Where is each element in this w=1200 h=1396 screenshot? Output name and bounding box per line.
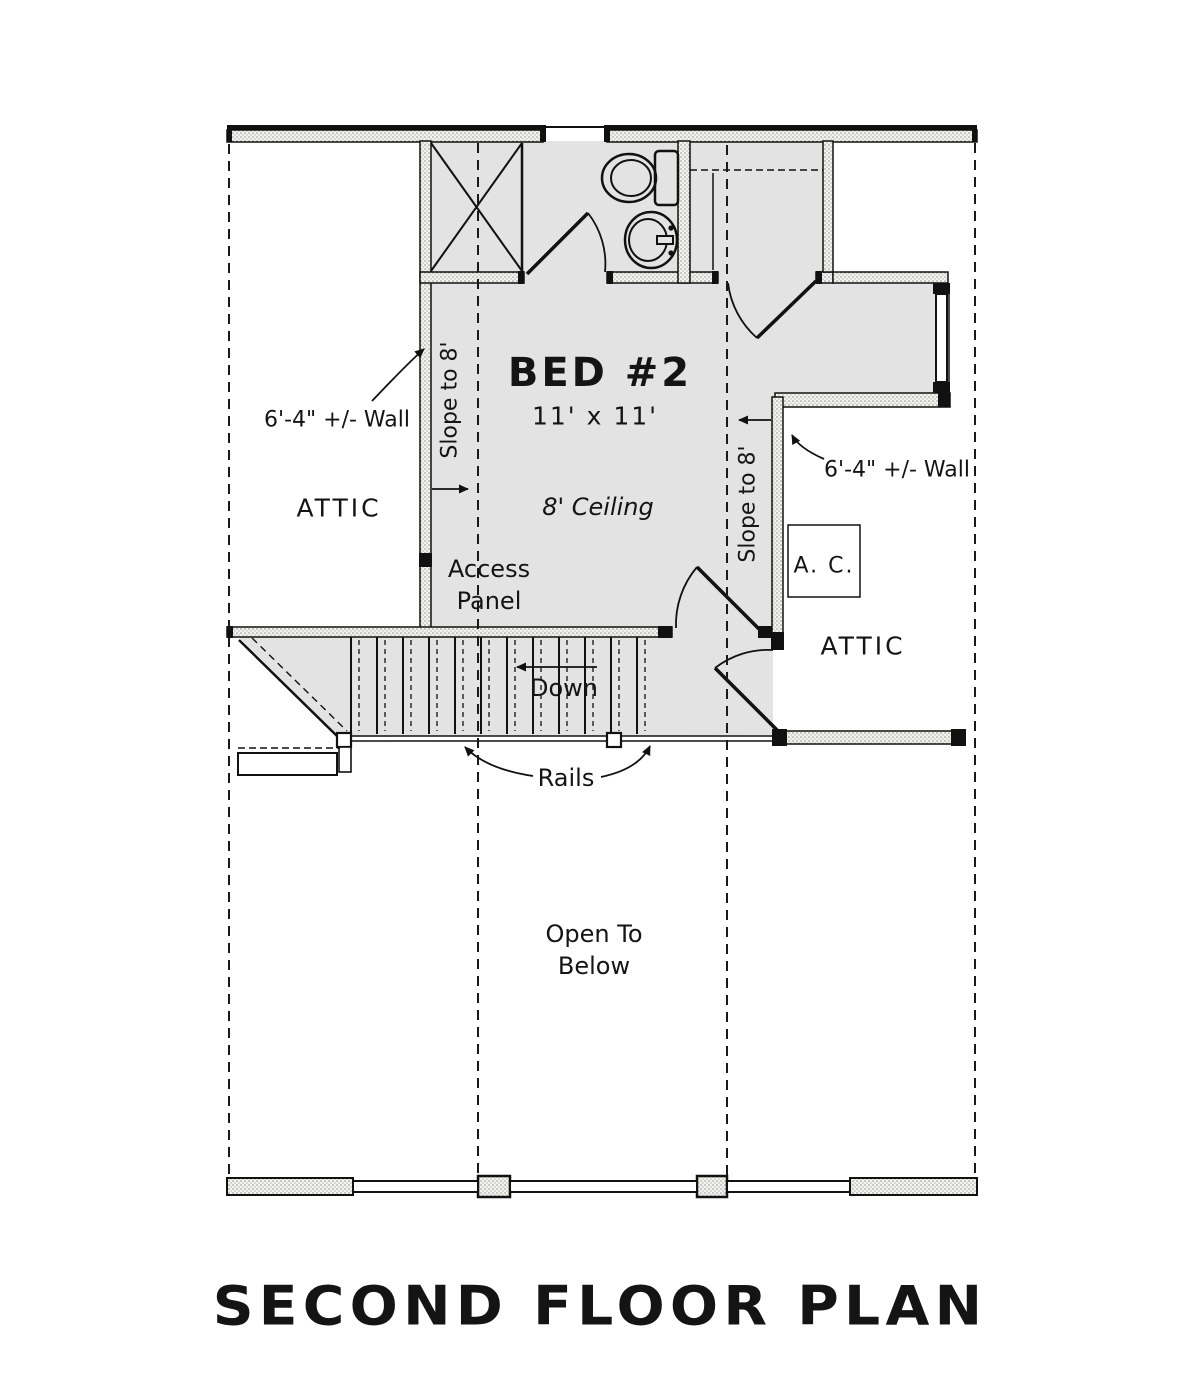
doors — [525, 211, 818, 732]
ac-box — [787, 524, 861, 598]
room-label-bed2: BED #2 — [507, 350, 693, 396]
rails-label: Rails — [537, 764, 595, 792]
attic-label-right: ATTIC — [820, 631, 906, 661]
access-panel-label: Access Panel — [448, 553, 530, 617]
shower — [430, 142, 524, 272]
access-panel-line2: Panel — [456, 587, 522, 615]
plan-title: SECOND FLOOR PLAN — [212, 1274, 988, 1338]
stairs — [350, 637, 646, 734]
rails-left-arrow — [464, 746, 534, 777]
railing — [335, 731, 773, 773]
ac-box-label: A. C. — [793, 553, 855, 579]
arrows — [371, 348, 825, 778]
sink — [623, 210, 679, 270]
slope-annotation-right: Slope to 8' — [735, 445, 761, 563]
wall-left-arrow — [371, 348, 425, 402]
down-label: Down — [529, 674, 599, 702]
bump-out-window — [933, 283, 950, 393]
interior-walls — [226, 140, 966, 746]
wall-right-arrow — [791, 434, 825, 460]
wall-height-annotation-right: 6'-4" +/- Wall — [824, 457, 970, 483]
attic-label-left: ATTIC — [296, 493, 382, 523]
open-to-below-label: Open To Below — [546, 918, 643, 982]
open-to-below-line1: Open To — [545, 920, 643, 948]
chimney — [237, 637, 348, 776]
closet-shelf — [690, 169, 823, 270]
bed2-dimensions: 11' x 11' — [531, 401, 659, 431]
floor-fills — [238, 141, 935, 737]
access-panel-line1: Access — [447, 555, 531, 583]
slope-annotation-left: Slope to 8' — [437, 341, 463, 459]
open-to-below-line2: Below — [557, 952, 631, 980]
exterior-walls — [226, 125, 978, 1199]
ceiling-height-label: 8' Ceiling — [542, 493, 654, 521]
toilet — [600, 149, 680, 207]
roof-lines — [228, 143, 976, 1178]
rails-right-arrow — [600, 745, 651, 778]
wall-height-annotation-left: 6'-4" +/- Wall — [264, 407, 410, 433]
